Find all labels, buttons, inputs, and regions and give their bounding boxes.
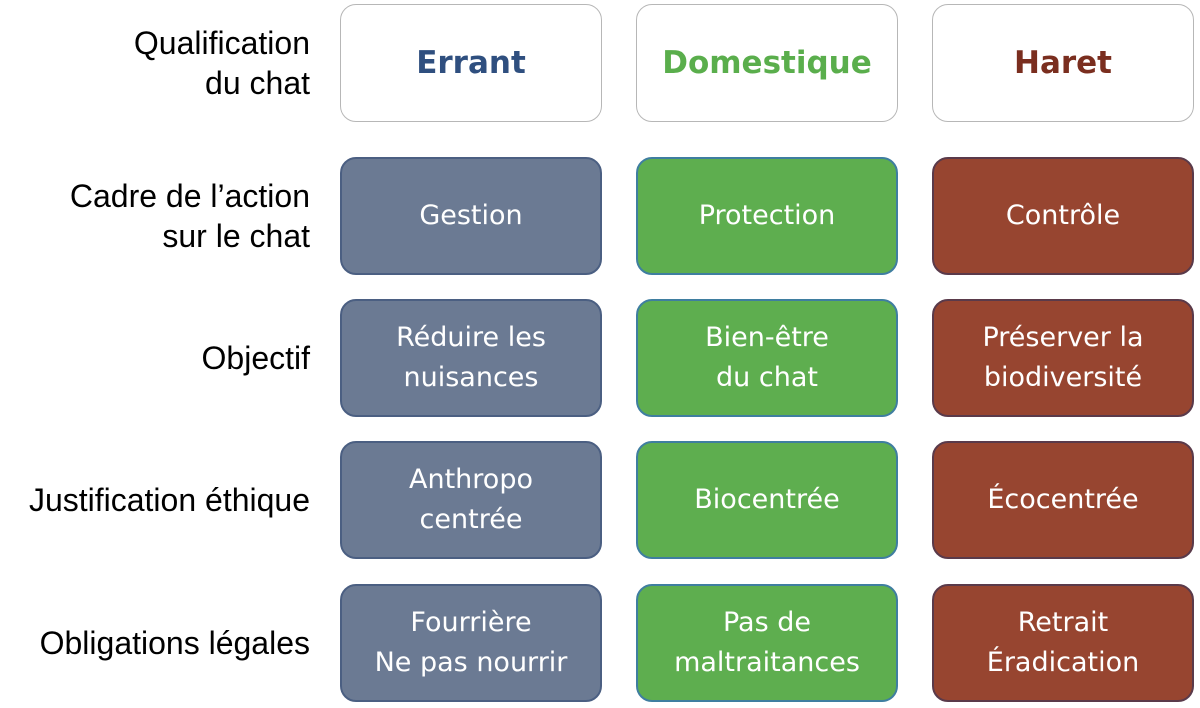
domestique-cadre-box: Protection <box>636 157 898 275</box>
cell-text: Anthropo <box>409 464 533 495</box>
row-label-justification: Justification éthique <box>0 441 310 559</box>
errant-obligations-box: Fourrière Ne pas nourrir <box>340 584 602 702</box>
header-haret: Haret <box>932 4 1194 122</box>
cell-text: centrée <box>419 504 523 535</box>
cell-text: Protection <box>698 200 836 231</box>
header-domestique: Domestique <box>636 4 898 122</box>
row-label-cadre: Cadre de l’action sur le chat <box>0 157 310 275</box>
cell-text: Gestion <box>419 200 523 231</box>
row-label-line: sur le chat <box>162 218 310 254</box>
row-label-line: Qualification <box>133 25 310 61</box>
domestique-obligations-box: Pas de maltraitances <box>636 584 898 702</box>
cell-text: Écocentrée <box>987 484 1139 515</box>
cell-text: Biocentrée <box>694 484 840 515</box>
haret-obligations-box: Retrait Éradication <box>932 584 1194 702</box>
cell-text: Fourrière <box>410 607 532 638</box>
haret-justification-box: Écocentrée <box>932 441 1194 559</box>
row-label-line: Obligations légales <box>39 625 310 661</box>
cell-text: Préserver la <box>982 322 1144 353</box>
row-label-line: Cadre de l’action <box>69 178 310 214</box>
header-label: Domestique <box>662 45 872 81</box>
header-label: Haret <box>1014 45 1112 81</box>
domestique-objectif-box: Bien-être du chat <box>636 299 898 417</box>
row-label-objectif: Objectif <box>0 299 310 417</box>
header-errant: Errant <box>340 4 602 122</box>
errant-justification-box: Anthropo centrée <box>340 441 602 559</box>
row-label-line: Objectif <box>201 340 310 376</box>
cell-text: Réduire les <box>396 322 546 353</box>
haret-objectif-box: Préserver la biodiversité <box>932 299 1194 417</box>
cell-text: Retrait <box>1017 607 1109 638</box>
cell-text: Pas de <box>722 607 811 638</box>
cell-text: Bien-être <box>705 322 829 353</box>
haret-cadre-box: Contrôle <box>932 157 1194 275</box>
cell-text: Éradication <box>986 647 1140 678</box>
cell-text: Contrôle <box>1005 200 1121 231</box>
cell-text: maltraitances <box>674 647 860 678</box>
cell-text: biodiversité <box>983 362 1143 393</box>
cell-text: Ne pas nourrir <box>374 647 568 678</box>
row-label-line: Justification éthique <box>28 482 310 518</box>
cell-text: nuisances <box>403 362 539 393</box>
errant-cadre-box: Gestion <box>340 157 602 275</box>
header-label: Errant <box>416 45 526 81</box>
row-label-qualification: Qualification du chat <box>0 4 310 122</box>
row-label-obligations: Obligations légales <box>0 584 310 702</box>
row-label-line: du chat <box>205 65 310 101</box>
errant-objectif-box: Réduire les nuisances <box>340 299 602 417</box>
domestique-justification-box: Biocentrée <box>636 441 898 559</box>
cell-text: du chat <box>716 362 818 393</box>
